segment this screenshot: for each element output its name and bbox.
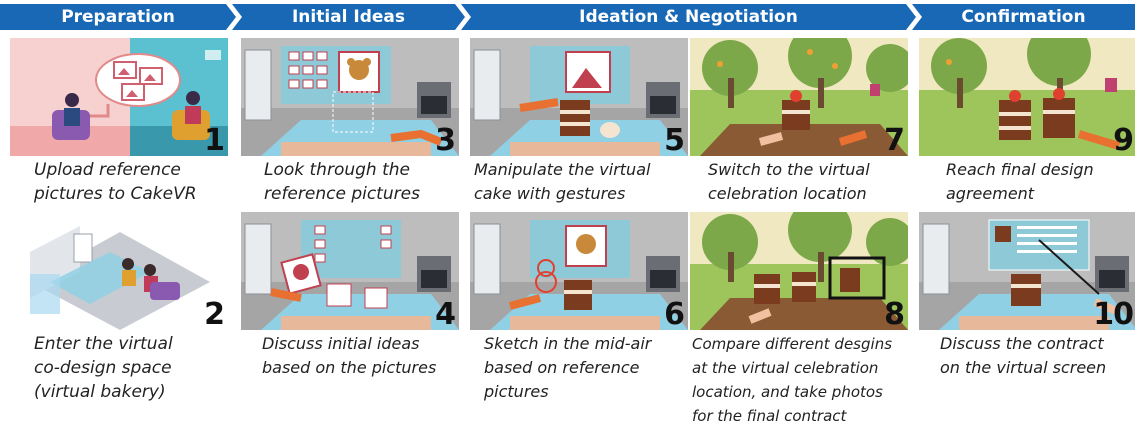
caption-line: co-design space xyxy=(34,358,172,378)
caption-line: at the virtual celebration xyxy=(692,359,879,377)
step-5-illustration: 5 xyxy=(470,38,688,156)
caption-line: Manipulate the virtual xyxy=(474,160,651,179)
step-number: 6 xyxy=(664,297,685,330)
caption-line: Reach final design xyxy=(946,160,1094,179)
caption-line: Compare different desgins xyxy=(692,335,893,353)
step-8-illustration: 8 xyxy=(690,212,908,330)
caption-line: based on the pictures xyxy=(262,358,437,377)
step-5-caption: Manipulate the virtual cake with gesture… xyxy=(474,158,650,206)
phase-ideation-negotiation: Ideation & Negotiation xyxy=(461,4,916,30)
step-1-illustration: 1 xyxy=(10,38,228,156)
step-number: 4 xyxy=(435,297,456,330)
caption-line: cake with gestures xyxy=(474,184,626,203)
caption-line: celebration location xyxy=(708,184,867,203)
phase-arrow-shape xyxy=(0,4,236,30)
caption-line: Enter the virtual xyxy=(34,334,173,354)
phase-label: Confirmation xyxy=(961,7,1086,27)
step-9-caption: Reach final design agreement xyxy=(946,158,1094,206)
step-number: 8 xyxy=(884,297,905,330)
step-number: 9 xyxy=(1113,123,1134,156)
phase-arrow-shape xyxy=(461,4,916,30)
step-10-illustration: 10 xyxy=(919,212,1135,330)
phase-initial-ideas: Initial Ideas xyxy=(232,4,465,30)
step-9-illustration: 9 xyxy=(919,38,1135,156)
phase-label: Initial Ideas xyxy=(291,7,406,27)
step-6-caption: Sketch in the mid-air based on reference… xyxy=(484,332,651,404)
step-8-caption: Compare different desgins at the virtual… xyxy=(692,332,892,428)
step-number: 7 xyxy=(884,123,905,156)
phase-arrow-shape xyxy=(912,4,1135,30)
caption-line: reference pictures xyxy=(264,184,420,204)
step-number: 1 xyxy=(204,123,225,156)
caption-line: pictures to CakeVR xyxy=(34,184,197,204)
step-1-caption: Upload reference pictures to CakeVR xyxy=(34,158,197,206)
step-7-illustration: 7 xyxy=(690,38,908,156)
caption-line: Sketch in the mid-air xyxy=(484,334,652,353)
caption-line: (virtual bakery) xyxy=(34,382,166,402)
step-10-caption: Discuss the contract on the virtual scre… xyxy=(940,332,1106,380)
phase-label: Ideation & Negotiation xyxy=(579,7,798,27)
caption-line: agreement xyxy=(946,184,1035,203)
step-3-illustration: 3 xyxy=(241,38,459,156)
phase-label: Preparation xyxy=(61,7,175,27)
step-2-caption: Enter the virtual co-design space (virtu… xyxy=(34,332,173,404)
caption-line: pictures xyxy=(484,382,549,401)
caption-line: Upload reference xyxy=(34,160,181,180)
phase-preparation: Preparation xyxy=(0,4,236,30)
caption-line: location, and take photos xyxy=(692,383,883,401)
caption-line: on the virtual screen xyxy=(940,358,1107,377)
step-7-caption: Switch to the virtual celebration locati… xyxy=(708,158,870,206)
phase-confirmation: Confirmation xyxy=(912,4,1135,30)
step-number: 10 xyxy=(1093,297,1134,330)
step-number: 2 xyxy=(204,297,225,330)
step-4-caption: Discuss initial ideas based on the pictu… xyxy=(262,332,436,380)
caption-line: Discuss initial ideas xyxy=(262,334,420,353)
caption-line: Look through the xyxy=(264,160,410,180)
step-2-illustration: 2 xyxy=(10,212,228,330)
caption-line: Discuss the contract xyxy=(940,334,1104,353)
caption-line: for the final contract xyxy=(692,407,847,425)
step-number: 3 xyxy=(435,123,456,156)
phase-arrow-shape xyxy=(232,4,465,30)
caption-line: Switch to the virtual xyxy=(708,160,870,179)
step-number: 5 xyxy=(664,123,685,156)
caption-line: based on reference xyxy=(484,358,640,377)
step-4-illustration: 4 xyxy=(241,212,459,330)
step-6-illustration: 6 xyxy=(470,212,688,330)
step-3-caption: Look through the reference pictures xyxy=(264,158,420,206)
